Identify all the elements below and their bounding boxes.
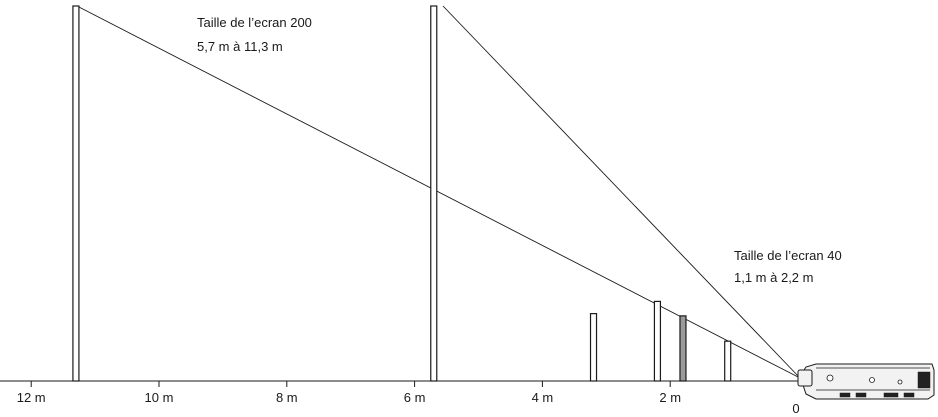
ray-top-far [76, 5, 801, 379]
projector-icon [797, 363, 935, 400]
ray-top-near [442, 5, 801, 379]
axis-tick-label: 8 m [276, 390, 298, 405]
origin-label: 0 [792, 401, 799, 416]
projection-screen [589, 313, 598, 382]
axis-tick-label: 10 m [145, 390, 174, 405]
small-screen-size-label: Taille de l’ecran 40 [734, 248, 842, 263]
projection-screen [72, 5, 80, 382]
large-screen-size-label: Taille de l’ecran 200 [197, 15, 312, 30]
small-screen-range-label: 1,1 m à 2,2 m [734, 270, 813, 285]
axis-tick-label: 2 m [659, 390, 681, 405]
projection-screen [679, 315, 687, 382]
axis-tick-label: 12 m [17, 390, 46, 405]
axis-ticks: 12 m 10 m 8 m 6 m 4 m 2 m [17, 381, 681, 405]
axis-tick-label: 4 m [532, 390, 554, 405]
projection-screen [724, 340, 732, 382]
axis-tick-label: 6 m [404, 390, 426, 405]
large-screen-range-label: 5,7 m à 11,3 m [197, 39, 283, 54]
projection-screen [430, 5, 438, 382]
projection-screen [653, 300, 662, 382]
screens-group [72, 5, 732, 382]
